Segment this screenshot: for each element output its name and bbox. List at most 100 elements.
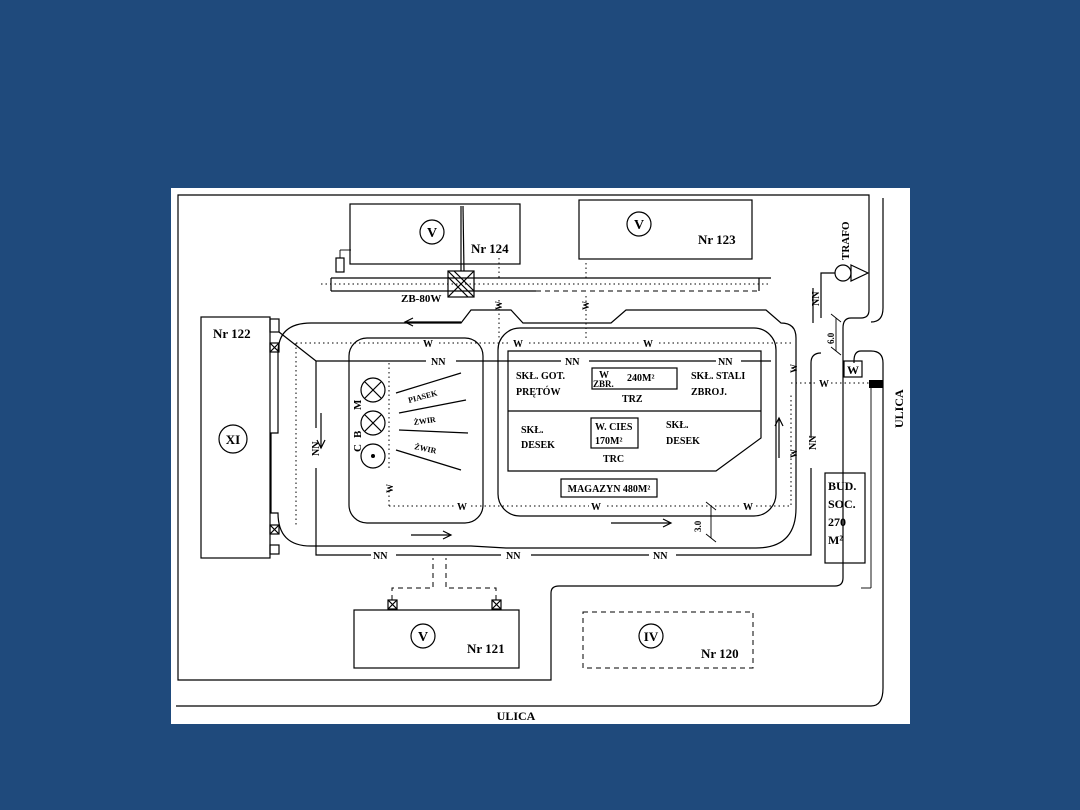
water-label-10: W	[385, 484, 395, 493]
cutting-trc: TRC	[603, 454, 624, 465]
traffic-arrows	[316, 317, 784, 540]
gravel-label-1: ŻWIR	[413, 414, 437, 427]
water-label-6: W	[743, 502, 753, 513]
dimension-top-label: 6.0	[826, 332, 836, 344]
class-badge-nr120	[638, 623, 664, 649]
power-label-9: NN	[811, 291, 822, 306]
site-boundary	[177, 194, 870, 681]
bending-area: 240M²	[627, 373, 654, 384]
class-label-nr121: V	[418, 630, 428, 645]
road-inner-right	[497, 327, 777, 517]
water-connection-box	[843, 360, 863, 378]
bending-shop	[591, 367, 678, 390]
water-label-2: W	[513, 339, 523, 350]
class-label-nr120: IV	[644, 629, 659, 644]
boards-right-line1: SKŁ.	[666, 420, 689, 431]
class-label-nr124: V	[427, 226, 437, 241]
site-plan-panel: V Nr 124 V Nr 123 ZB-80W TRAFO	[171, 188, 910, 724]
power-label-4: NN	[373, 551, 388, 562]
magazine	[560, 478, 658, 498]
street-label-bottom: ULICA	[497, 709, 536, 723]
cutting-shop	[590, 417, 639, 449]
building-nr120	[582, 611, 754, 669]
boards-right-line2: DESEK	[666, 436, 700, 447]
cutting-line2: 170M²	[595, 436, 622, 447]
sand-label: PIASEK	[407, 388, 439, 405]
mixer-c-label: C	[352, 444, 364, 452]
water-label-3: W	[643, 339, 653, 350]
building-name-nr122: Nr 122	[213, 326, 251, 341]
cutting-line1: W. CIES	[595, 422, 633, 433]
water-lines	[295, 258, 871, 525]
water-label-5: W	[591, 502, 601, 513]
trafo-label: TRAFO	[840, 221, 852, 260]
building-nr124	[349, 203, 521, 265]
building-name-nr121: Nr 121	[467, 641, 505, 656]
dimension-6	[830, 313, 842, 356]
power-lines	[278, 288, 822, 556]
building-nr122	[200, 316, 271, 559]
building-name-nr124: Nr 124	[471, 241, 509, 256]
power-label-5: NN	[506, 551, 521, 562]
street-edge-bottom	[176, 350, 884, 707]
mixer-b-label: B	[352, 430, 364, 438]
site-plan-diagram: V Nr 124 V Nr 123 ZB-80W TRAFO	[176, 194, 906, 723]
street-label-right: ULICA	[892, 389, 906, 428]
water-label-1: W	[423, 339, 433, 350]
magazine-label: MAGAZYN 480M²	[568, 484, 651, 495]
class-badge-nr121	[410, 623, 436, 649]
bending-zbr: ZBR.	[593, 379, 614, 389]
class-badge-nr122	[218, 424, 248, 454]
power-label-2: NN	[565, 357, 580, 368]
crane-track	[321, 277, 771, 292]
water-label-4: W	[457, 502, 467, 513]
nr121-connection	[387, 558, 502, 610]
water-label-11: W	[789, 364, 799, 373]
power-label-6: NN	[653, 551, 668, 562]
building-nr123	[578, 199, 753, 260]
water-label-12: W	[789, 449, 799, 458]
dimension-3	[705, 501, 717, 543]
water-label-9: W	[581, 301, 591, 310]
building-nr121	[353, 609, 520, 669]
steel-store-line2: ZBROJ.	[691, 387, 727, 398]
gravel-label-2: ŻWIR	[414, 441, 438, 455]
power-label-7: NN	[311, 441, 322, 456]
dimension-bottom-label: 3.0	[693, 520, 703, 532]
boards-left-line2: DESEK	[521, 440, 555, 451]
bending-w: W	[599, 370, 609, 381]
trafo-symbol	[834, 264, 852, 282]
social-line1: BUD.	[828, 479, 856, 493]
road-inner-left	[348, 337, 484, 524]
social-line3: 270	[828, 515, 846, 529]
social-line4: M²	[828, 533, 843, 547]
trafo-triangle	[850, 264, 870, 282]
trafo-cable	[820, 272, 835, 318]
class-badge-nr123	[626, 211, 652, 237]
bars-store-line2: PRĘTÓW	[516, 386, 560, 398]
steel-store-line1: SKŁ. STALI	[691, 371, 745, 382]
bending-trz: TRZ	[622, 394, 643, 405]
water-label-7: W	[819, 379, 829, 390]
water-label-8: W	[494, 301, 504, 310]
water-inlet	[869, 380, 883, 388]
building-name-nr120: Nr 120	[701, 646, 739, 661]
boards-left-line1: SKŁ.	[521, 425, 544, 436]
class-label-nr122: XI	[226, 432, 240, 447]
aggregate-piles	[395, 372, 469, 471]
social-building	[824, 472, 866, 564]
building-name-nr123: Nr 123	[698, 232, 736, 247]
storage-yard	[507, 350, 762, 472]
street-edge-right	[870, 198, 884, 323]
water-box-label: W	[847, 363, 859, 377]
power-label-1: NN	[431, 357, 446, 368]
power-label-8: NN	[808, 435, 819, 450]
mixer-m-label: M	[352, 399, 364, 410]
crane-label: ZB-80W	[401, 293, 441, 305]
crane-stop	[335, 257, 345, 273]
mixers	[360, 377, 386, 469]
social-line2: SOC.	[828, 497, 856, 511]
tower-crane	[447, 205, 475, 298]
class-label-nr123: V	[634, 218, 644, 233]
class-badge-nr124	[419, 219, 445, 245]
